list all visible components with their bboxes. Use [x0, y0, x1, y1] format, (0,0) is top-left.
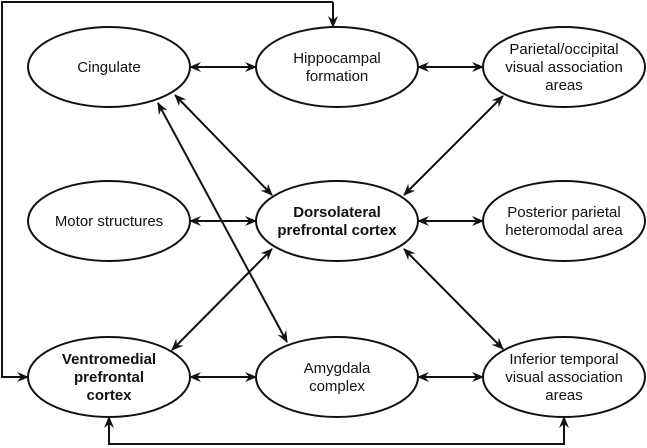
node-cingulate-ellipse: [27, 26, 191, 108]
node-cingulate: Cingulate: [27, 26, 191, 108]
node-amygdala-ellipse: [255, 336, 419, 418]
node-motor-label: Motor structures: [55, 213, 163, 230]
node-inferior-temporal-label: visual association: [505, 369, 623, 386]
node-inferior-temporal-ellipse: [482, 336, 646, 418]
node-amygdala-label: Amygdala: [304, 360, 371, 377]
node-dlpfc-ellipse: [255, 180, 419, 262]
node-parietal-occipital-label: areas: [545, 77, 583, 94]
node-inferior-temporal-label: Inferior temporal: [509, 351, 618, 368]
node-parietal-occipital-label: visual association: [505, 59, 623, 76]
node-parietal-occipital-label: Parietal/occipital: [509, 41, 618, 58]
node-vmpfc-label: prefrontal: [74, 369, 144, 386]
node-vmpfc-label: Ventromedial: [62, 351, 156, 368]
edge-inferior-temporal-vmpfc: [104, 416, 569, 445]
edge-dlpfc-vmpfc: [171, 248, 273, 351]
node-dlpfc-label: Dorsolateral: [293, 204, 381, 221]
node-motor: Motor structures: [27, 180, 191, 262]
node-motor-ellipse: [27, 180, 191, 262]
edge-dlpfc-inferior-temporal: [403, 248, 504, 350]
node-cingulate-label: Cingulate: [77, 59, 140, 76]
edges-layer: [1, 1, 569, 445]
edge-cingulate-dlpfc: [174, 94, 273, 196]
node-amygdala-label: complex: [309, 378, 365, 395]
node-posterior-parietal-ellipse: [482, 180, 646, 262]
node-parietal-occipital-ellipse: [482, 26, 646, 108]
node-vmpfc-ellipse: [27, 336, 191, 418]
node-posterior-parietal-label: Posterior parietal: [507, 204, 620, 221]
edge-dlpfc-parietal-occipital: [403, 95, 504, 196]
node-dlpfc-label: prefrontal cortex: [277, 222, 397, 239]
node-vmpfc-label: cortex: [86, 387, 132, 404]
node-hippocampal-label: formation: [306, 68, 369, 85]
edge-vmpfc-hippocampal: [1, 1, 333, 382]
node-posterior-parietal-label: heteromodal area: [505, 222, 623, 239]
node-hippocampal-ellipse: [255, 26, 419, 108]
node-hippocampal-label: Hippocampal: [293, 50, 381, 67]
node-inferior-temporal-label: areas: [545, 387, 583, 404]
